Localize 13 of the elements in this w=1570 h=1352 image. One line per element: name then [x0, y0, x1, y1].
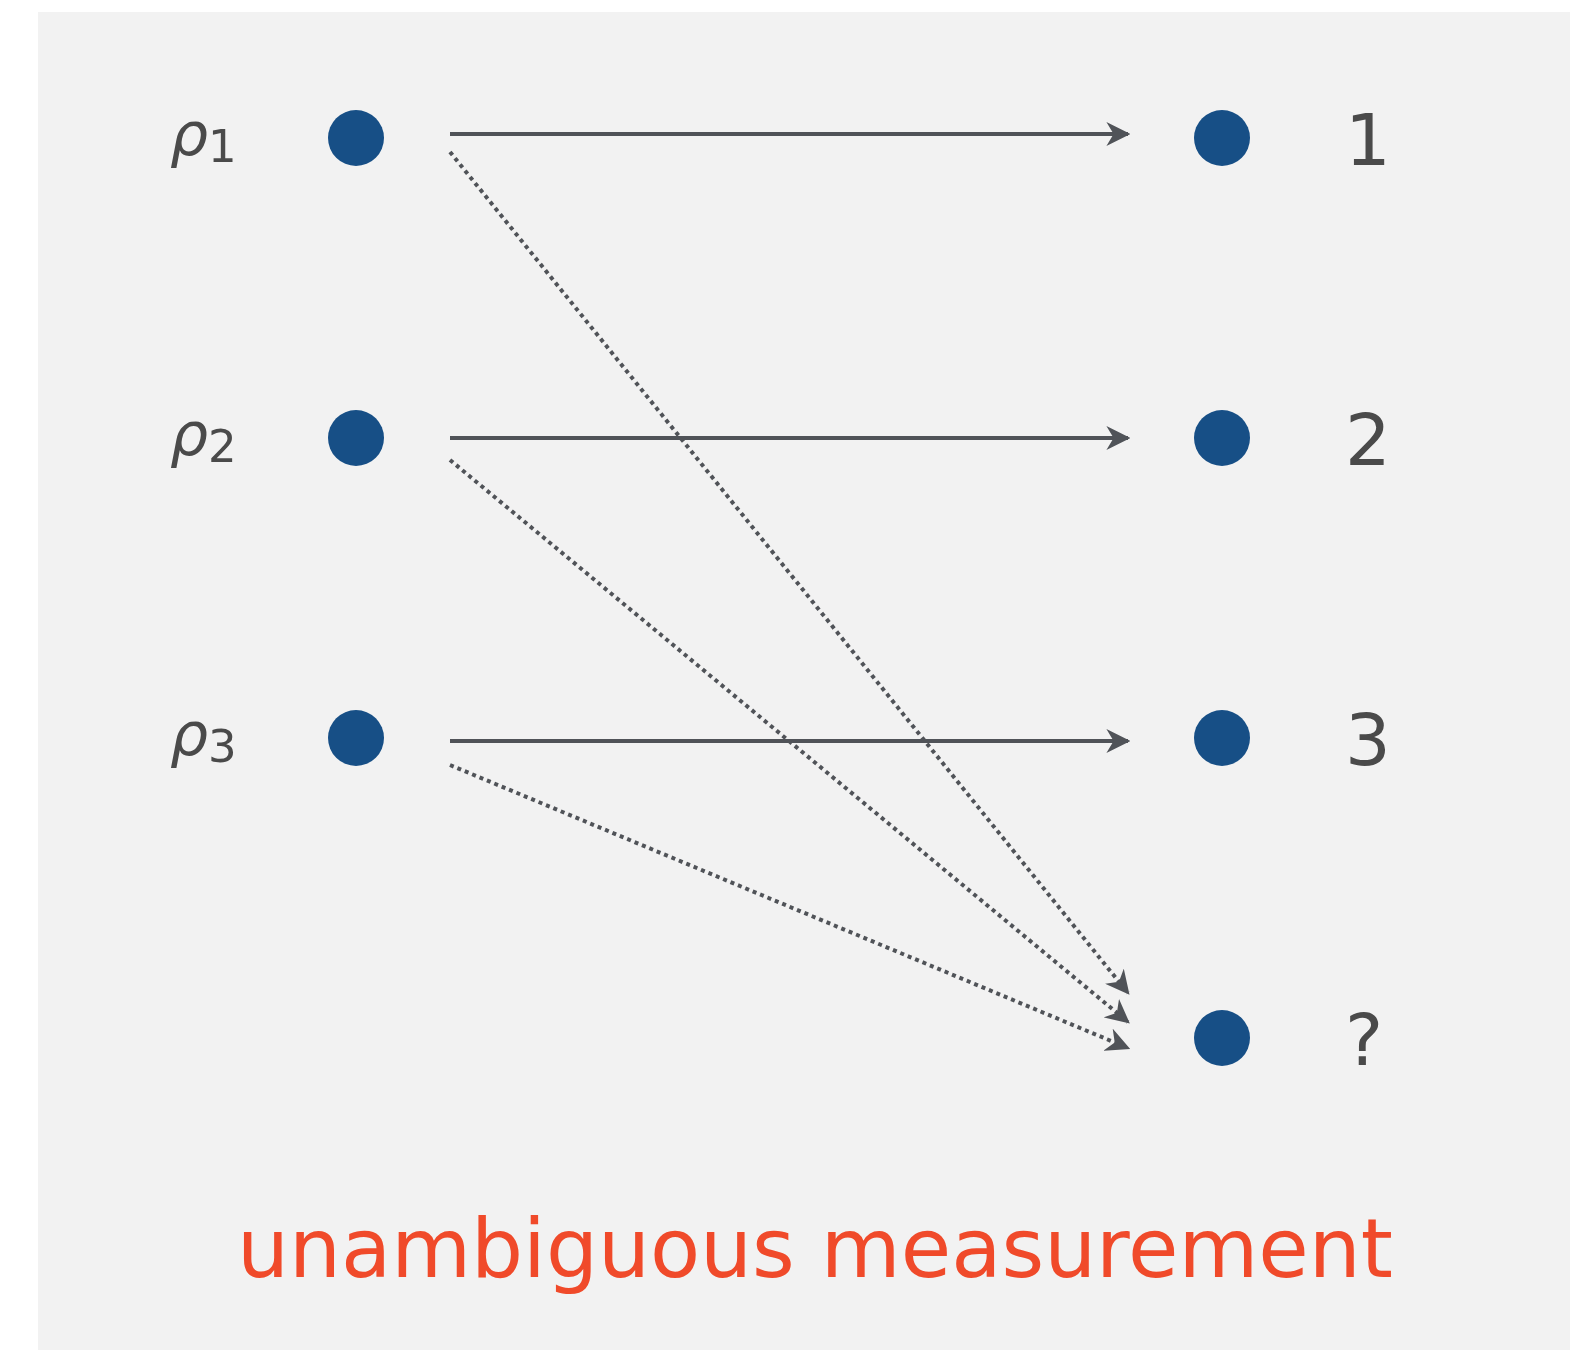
dotted-arrow	[448, 458, 1130, 1024]
outcome-label: 1	[1345, 104, 1391, 176]
arrow	[450, 729, 1131, 753]
outcome-label: 3	[1345, 704, 1391, 776]
outcome-label: ?	[1345, 1004, 1384, 1076]
dotted-arrow	[448, 150, 1130, 995]
state-label: ρ$_{2}$	[170, 404, 237, 469]
arrow	[450, 122, 1131, 146]
arrow	[450, 426, 1131, 450]
state-label: ρ$_{1}$	[170, 104, 237, 169]
state-label: ρ$_{3}$	[170, 704, 237, 769]
dotted-arrow	[449, 763, 1131, 1051]
outcome-label: 2	[1345, 404, 1391, 476]
